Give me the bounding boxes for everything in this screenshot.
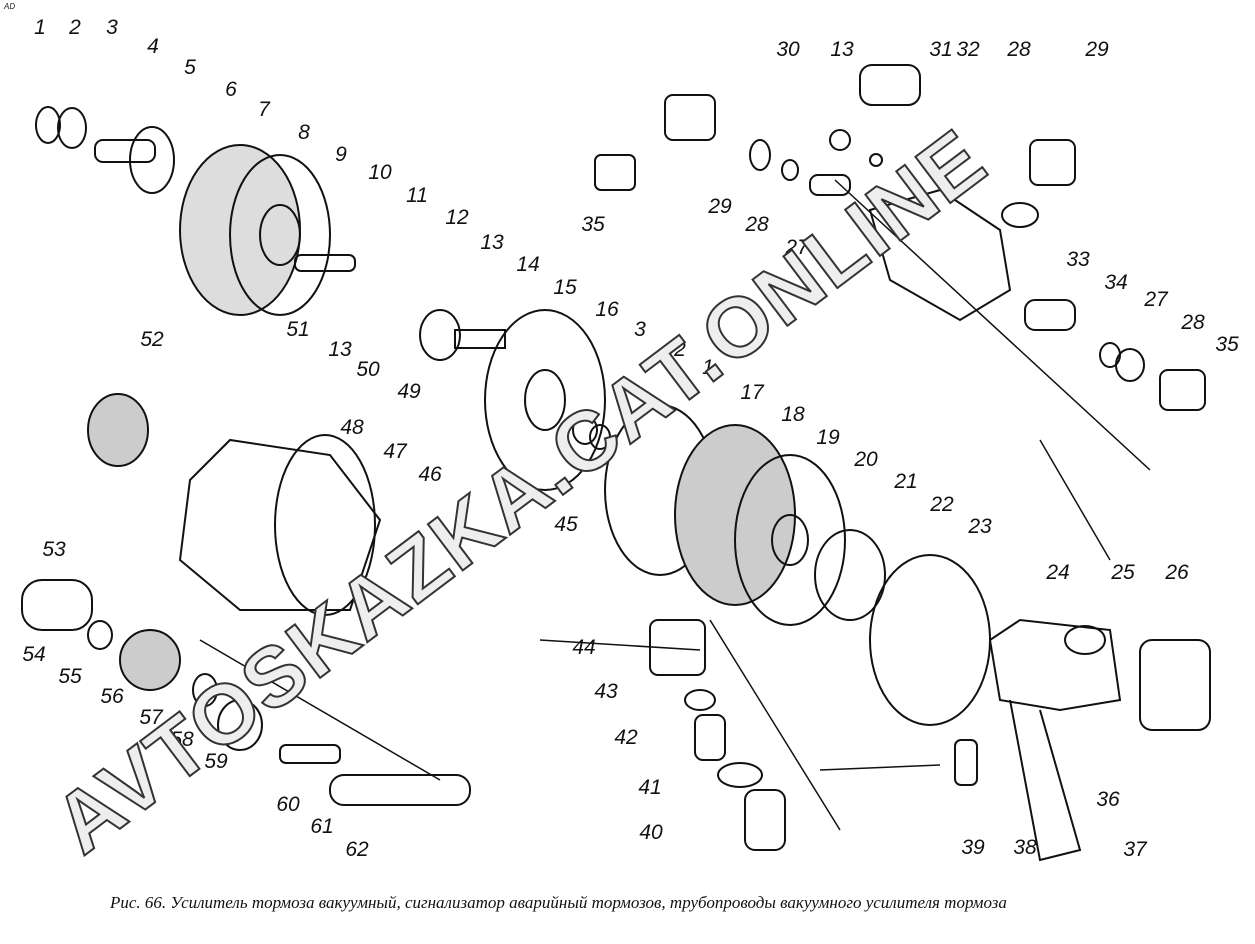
callout-number: 35 bbox=[1215, 333, 1239, 356]
callout-number: 14 bbox=[516, 253, 540, 276]
callout-number: 6 bbox=[225, 78, 237, 101]
callout-number: 13 bbox=[830, 38, 854, 61]
callout-number: 38 bbox=[1013, 836, 1037, 859]
callout-number: 23 bbox=[968, 515, 992, 538]
callout-number: 48 bbox=[340, 416, 364, 439]
callout-number: 54 bbox=[22, 643, 46, 666]
callout-number: 27 bbox=[1144, 288, 1168, 311]
callout-number: 10 bbox=[368, 161, 392, 184]
callout-number: 26 bbox=[1165, 561, 1189, 584]
callout-number: 13 bbox=[480, 231, 504, 254]
callout-number: 3 bbox=[106, 16, 118, 39]
leader-lines bbox=[199, 179, 1151, 831]
callout-number: 16 bbox=[595, 298, 619, 321]
callout-number: 12 bbox=[445, 206, 469, 229]
callout-number: 1 bbox=[702, 356, 714, 379]
callout-number: 41 bbox=[638, 776, 662, 799]
callout-number: 45 bbox=[554, 513, 578, 536]
callout-number: 7 bbox=[258, 98, 270, 121]
callout-number: 34 bbox=[1104, 271, 1128, 294]
callout-number: 5 bbox=[184, 56, 196, 79]
callout-number: 13 bbox=[328, 338, 352, 361]
callout-number: 28 bbox=[1181, 311, 1205, 334]
callout-number: 44 bbox=[572, 636, 596, 659]
callout-number: 46 bbox=[418, 463, 442, 486]
callout-number: 3 bbox=[634, 318, 646, 341]
callout-number: 42 bbox=[614, 726, 638, 749]
callout-number: 22 bbox=[930, 493, 954, 516]
callout-number: 50 bbox=[356, 358, 380, 381]
callout-number: 51 bbox=[286, 318, 310, 341]
callout-number: 32 bbox=[956, 38, 980, 61]
callout-number: 20 bbox=[854, 448, 878, 471]
callout-number: 28 bbox=[1007, 38, 1031, 61]
callout-number: 57 bbox=[139, 706, 163, 729]
left-assembly-parts bbox=[21, 106, 471, 806]
callout-number: 53 bbox=[42, 538, 66, 561]
callout-number: 49 bbox=[397, 380, 421, 403]
callout-number: 31 bbox=[929, 38, 953, 61]
callout-number: 55 bbox=[58, 665, 82, 688]
callout-number: 58 bbox=[170, 728, 194, 751]
callout-number: 29 bbox=[708, 195, 732, 218]
callout-number: 1 bbox=[34, 16, 46, 39]
callout-number: 25 bbox=[1111, 561, 1135, 584]
callout-number: 35 bbox=[581, 213, 605, 236]
callout-number: 28 bbox=[745, 213, 769, 236]
callout-number: 15 bbox=[553, 276, 577, 299]
callout-number: 37 bbox=[1123, 838, 1147, 861]
callout-number: 40 bbox=[639, 821, 663, 844]
callout-number: 21 bbox=[894, 470, 918, 493]
callout-number: 11 bbox=[406, 184, 428, 207]
callout-number: 4 bbox=[147, 35, 159, 58]
callout-number: 18 bbox=[781, 403, 805, 426]
right-assembly-parts bbox=[594, 64, 1211, 862]
callout-number: 43 bbox=[594, 680, 618, 703]
corner-mark: AD bbox=[4, 2, 16, 11]
callout-number: 61 bbox=[310, 815, 334, 838]
callout-number: 47 bbox=[383, 440, 407, 463]
callout-number: 36 bbox=[1096, 788, 1120, 811]
callout-number: 56 bbox=[100, 685, 124, 708]
figure-caption: Рис. 66. Усилитель тормоза вакуумный, си… bbox=[110, 893, 1007, 912]
callout-number: 2 bbox=[69, 16, 81, 39]
callout-number: 9 bbox=[335, 143, 347, 166]
callout-number: 24 bbox=[1046, 561, 1070, 584]
callout-number: 29 bbox=[1085, 38, 1109, 61]
callout-number: 8 bbox=[298, 121, 310, 144]
callout-number: 33 bbox=[1066, 248, 1090, 271]
callout-number: 52 bbox=[140, 328, 164, 351]
callout-number: 39 bbox=[961, 836, 985, 859]
callout-number: 59 bbox=[204, 750, 228, 773]
callout-number: 27 bbox=[785, 236, 809, 259]
callout-number: 62 bbox=[345, 838, 369, 861]
callout-number: 2 bbox=[674, 338, 686, 361]
callout-number: 60 bbox=[276, 793, 300, 816]
callout-number: 30 bbox=[776, 38, 800, 61]
callout-number: 19 bbox=[816, 426, 840, 449]
callout-number: 17 bbox=[740, 381, 764, 404]
